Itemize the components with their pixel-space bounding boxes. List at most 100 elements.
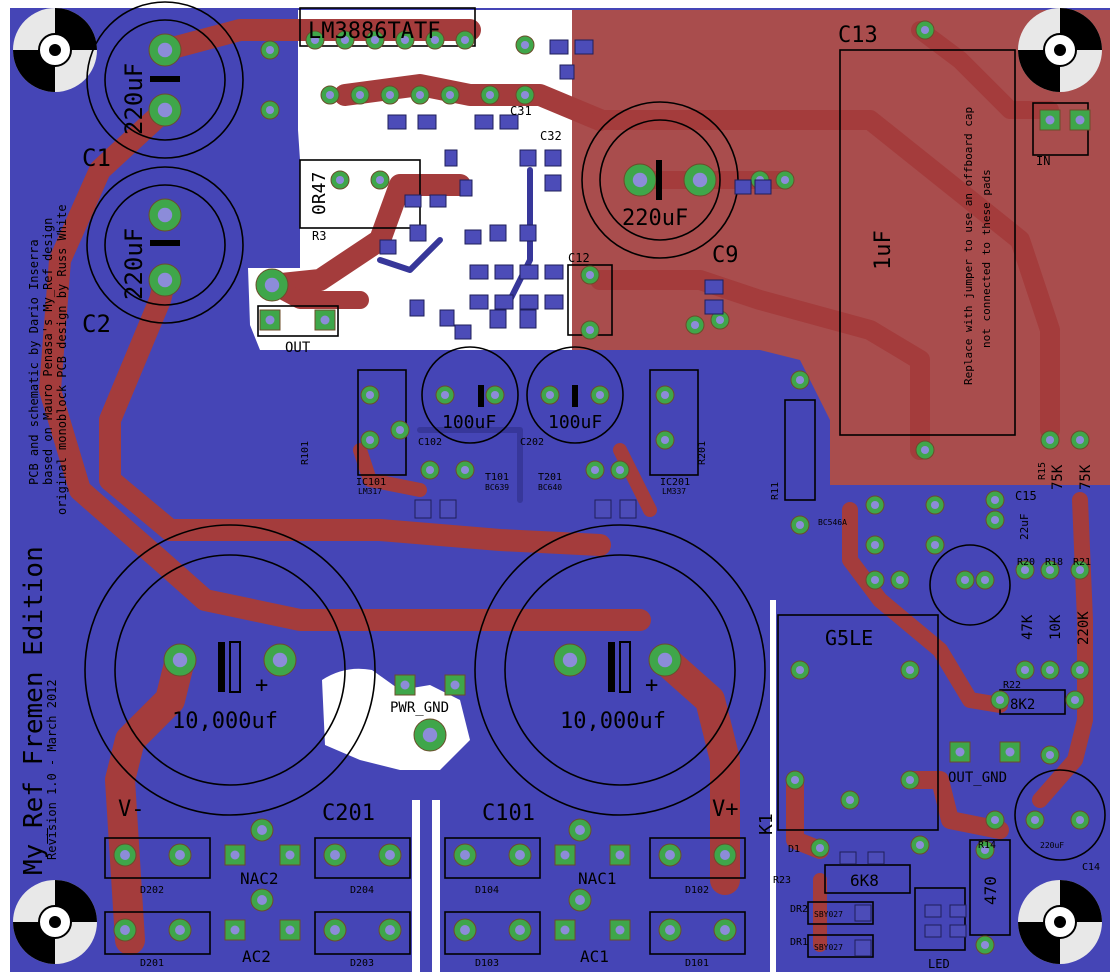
silkscreen-outlines	[84, 1, 1106, 958]
smd-pad	[519, 149, 537, 167]
r15-label: R15	[1037, 462, 1048, 480]
smd-pad	[734, 179, 752, 195]
out-gnd-label: OUT_GND	[948, 770, 1007, 786]
ac1-label: AC1	[580, 947, 609, 966]
pad	[485, 385, 505, 405]
smd-pad	[519, 224, 537, 242]
r201-label: R201	[697, 441, 708, 465]
smd-pad	[704, 279, 724, 295]
pad	[148, 93, 182, 127]
r23-value: 6K8	[850, 871, 879, 890]
smd-pad	[519, 294, 539, 310]
cap-big-right-value: 10,000uf	[560, 709, 666, 734]
smd-pad	[949, 904, 967, 918]
sby-label-2: SBY027	[814, 943, 843, 952]
r22-label: R22	[1003, 680, 1021, 691]
d1-label: D1	[788, 844, 800, 855]
pad	[113, 918, 137, 942]
t101-label: T101	[485, 472, 509, 483]
pad	[985, 810, 1005, 830]
d102-label: D102	[685, 885, 709, 896]
smd-pad	[494, 264, 514, 280]
d201-label: D201	[140, 958, 164, 969]
pad	[435, 385, 455, 405]
pad	[260, 100, 280, 120]
r20-label: R20	[1017, 557, 1035, 568]
mounting-hole-top-right	[1018, 8, 1102, 92]
pad	[420, 460, 440, 480]
smd-pad	[519, 309, 537, 329]
d204-label: D204	[350, 885, 374, 896]
c32-label: C32	[540, 129, 562, 143]
smd-pad	[444, 149, 458, 167]
pad	[865, 570, 885, 590]
pad	[224, 919, 246, 941]
c202-label: C202	[520, 437, 544, 448]
pad	[1015, 560, 1035, 580]
ic-label: LM3886TATF	[308, 19, 440, 44]
pad	[975, 570, 995, 590]
nac2-label: NAC2	[240, 869, 279, 888]
smd-pad	[454, 324, 472, 340]
pad	[775, 170, 795, 190]
smd-pad	[417, 114, 437, 130]
pad	[255, 268, 289, 302]
pad	[224, 844, 246, 866]
pad	[413, 718, 447, 752]
r101-label: R101	[300, 441, 311, 465]
pad	[554, 919, 576, 941]
smd-pad	[544, 294, 564, 310]
smd-pad	[387, 114, 407, 130]
smd-pad	[519, 264, 539, 280]
pad	[250, 888, 274, 912]
smd-pad	[854, 939, 872, 957]
pad	[168, 843, 192, 867]
pad	[440, 85, 460, 105]
out-label: OUT	[285, 340, 311, 356]
credit-line-3: original monoblock PCB design by Russ Wh…	[55, 204, 69, 515]
c31-label: C31	[510, 104, 532, 118]
pad	[1070, 660, 1090, 680]
smd-pad	[924, 924, 942, 938]
pad	[985, 510, 1005, 530]
c201-small-value: 100uF	[548, 412, 602, 433]
bc639-label: BC639	[485, 483, 509, 492]
smd-pad	[619, 499, 637, 519]
pad	[949, 741, 971, 763]
pad	[360, 385, 380, 405]
pad	[910, 835, 930, 855]
pad	[790, 515, 810, 535]
pad	[925, 535, 945, 555]
smd-pad	[379, 239, 397, 255]
smd-pad	[404, 194, 422, 208]
pad	[148, 263, 182, 297]
in-label: IN	[1036, 154, 1050, 168]
smd-pad	[574, 39, 594, 55]
pad	[323, 918, 347, 942]
pad	[330, 170, 350, 190]
silkscreen-text: LM3886TATF C13 1uF C1 C2 220uF 220uF C9 …	[19, 19, 1100, 971]
smd-pad	[544, 264, 564, 280]
pad	[683, 163, 717, 197]
pad	[250, 818, 274, 842]
pad	[790, 660, 810, 680]
smd-pad	[839, 851, 857, 865]
pad	[453, 918, 477, 942]
pad	[480, 85, 500, 105]
smd-pad	[489, 309, 507, 329]
pad	[915, 20, 935, 40]
pad	[168, 918, 192, 942]
c1-value: 220uF	[120, 63, 148, 135]
pad	[515, 35, 535, 55]
c14-value: 220uF	[1040, 841, 1064, 850]
pad	[658, 843, 682, 867]
pad	[585, 460, 605, 480]
smd-pad	[544, 174, 562, 192]
lm317-label: LM317	[358, 487, 382, 496]
pad	[554, 844, 576, 866]
smd-pad	[854, 904, 872, 922]
pad	[1070, 810, 1090, 830]
c12-label: C12	[568, 251, 590, 265]
pad	[455, 30, 475, 50]
lm337-label: LM337	[662, 487, 686, 496]
